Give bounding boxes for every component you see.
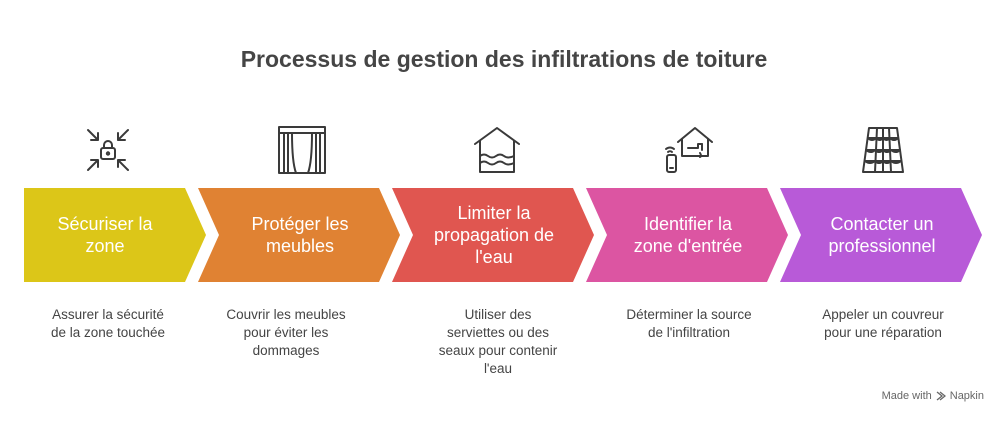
napkin-brand: Napkin [949, 390, 984, 402]
step-label-2: Protéger les meubles [251, 214, 349, 256]
step-label-4: Identifier la zone d'entrée [633, 214, 743, 256]
step-description-4: Déterminer la source de l'infiltration [626, 307, 752, 340]
flooded-house-icon [469, 122, 525, 178]
step-label-5: Contacter un professionnel [828, 214, 936, 256]
roof-tiles-icon [855, 122, 911, 178]
step-description-2: Couvrir les meubles pour éviter les domm… [226, 307, 346, 358]
made-with-napkin: Made with Napkin [882, 390, 984, 402]
step-description-5: Appeler un couvreur pour une réparation [822, 307, 944, 340]
step-description-1: Assurer la sécurité de la zone touchée [50, 307, 166, 340]
step-description-3: Utiliser des serviettes ou des seaux pou… [438, 307, 558, 376]
curtains-icon [274, 122, 330, 178]
lock-contract-icon [80, 122, 136, 178]
made-with-label: Made with [881, 390, 932, 402]
napkin-logo-icon [936, 391, 946, 401]
smart-home-leak-icon [662, 122, 718, 178]
step-label-3: Limiter la propagation de l'eau [433, 203, 555, 267]
diagram-title: Processus de gestion des infiltrations d… [240, 46, 768, 72]
step-label-1: Sécuriser la zone [57, 214, 153, 256]
